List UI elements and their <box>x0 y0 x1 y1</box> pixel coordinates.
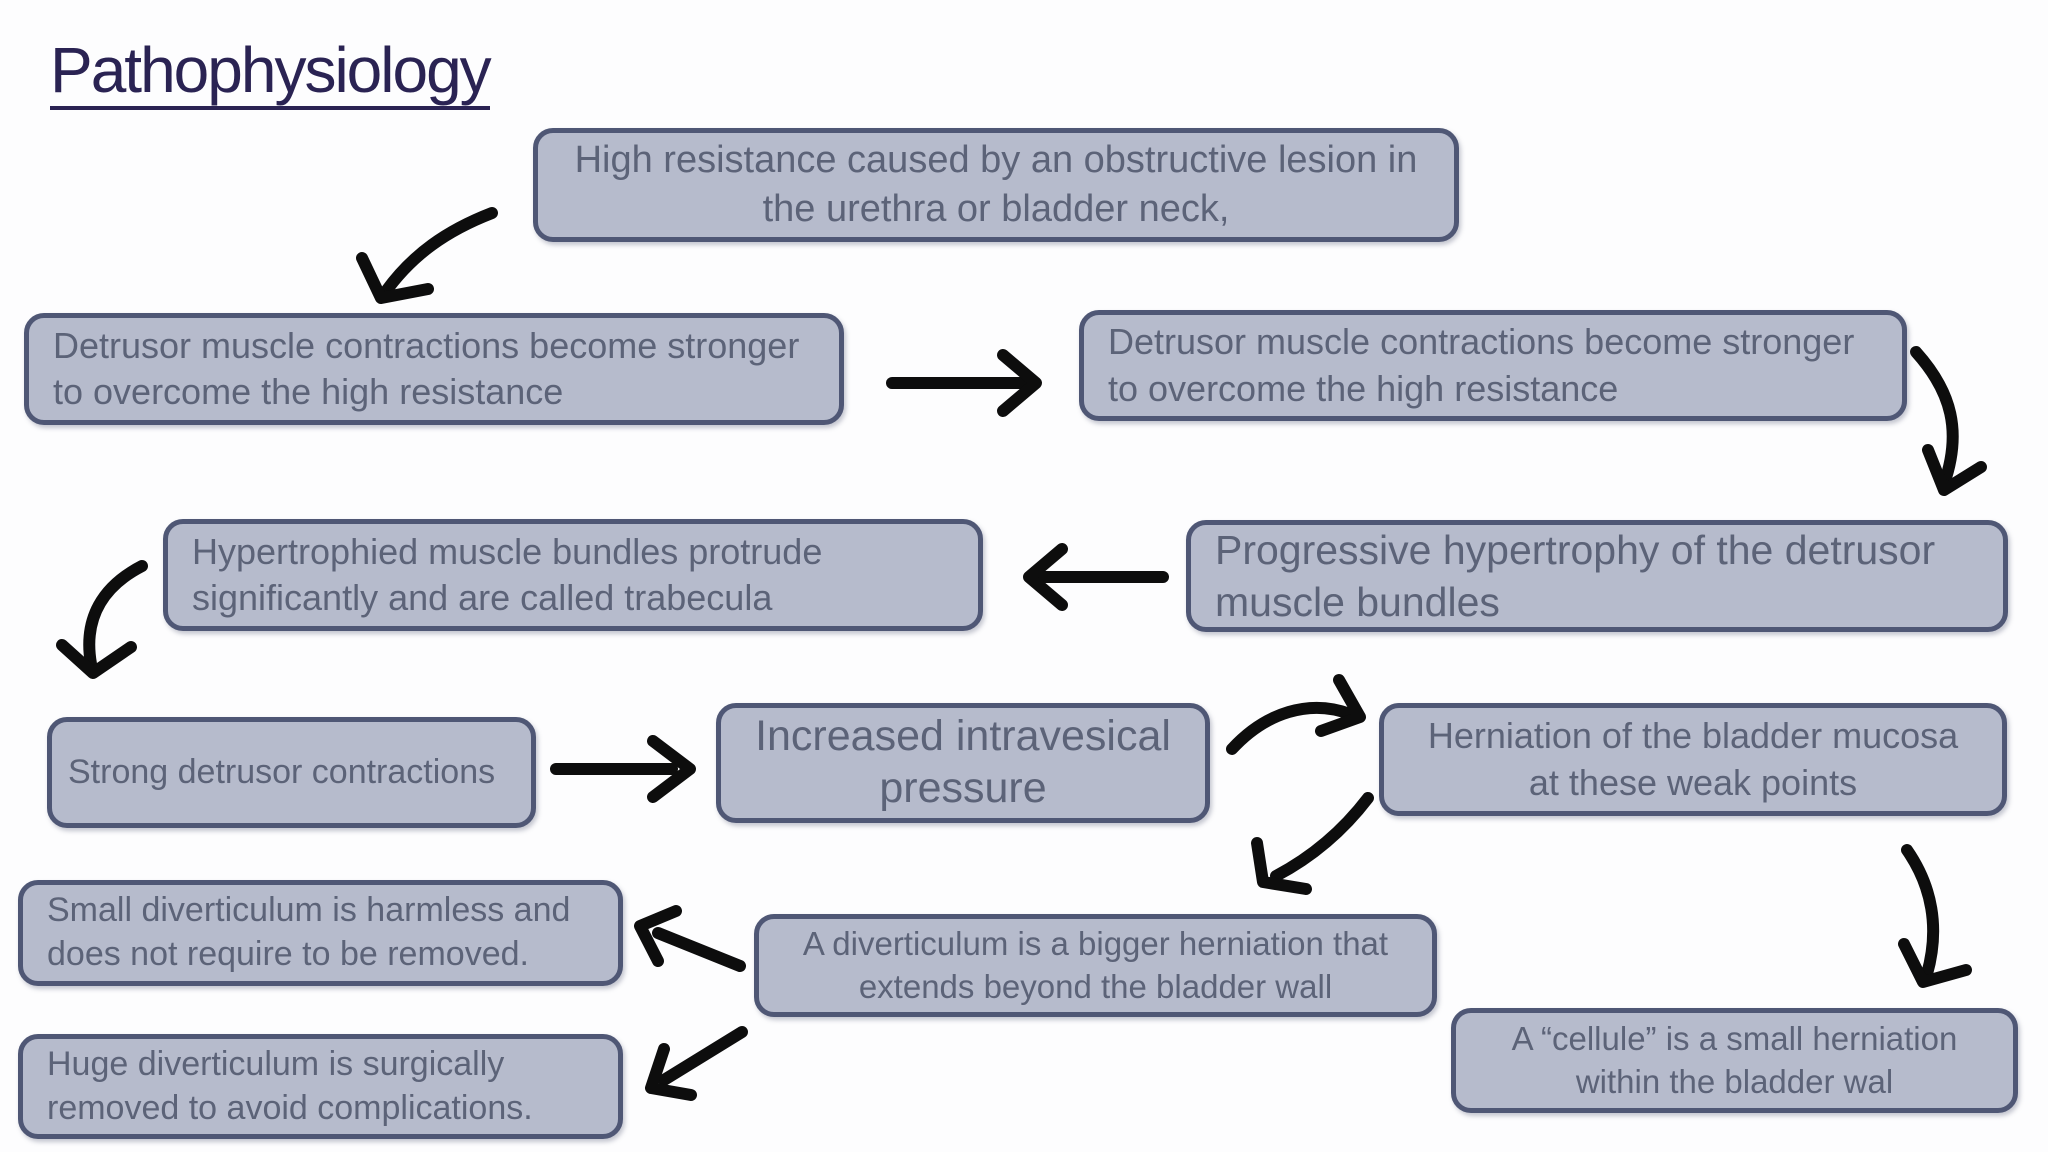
page-title: Pathophysiology <box>50 38 492 110</box>
box-progressive-hypertrophy: Progressive hypertrophy of the detrusor … <box>1186 520 2008 632</box>
box-text: Detrusor muscle contractions become stro… <box>1108 321 1855 409</box>
box-text: Small diverticulum is harmless and does … <box>47 891 571 973</box>
box-text: A diverticulum is a bigger herniation th… <box>802 925 1389 1005</box>
box-intravesical-pressure: Increased intravesical pressure <box>716 703 1210 823</box>
box-text: High resistance caused by an obstructive… <box>574 139 1418 230</box>
arrow-diverticulum-to-small <box>634 905 746 972</box>
arrow-increased-to-herniation <box>1226 674 1366 755</box>
box-huge-diverticulum: Huge diverticulum is surgically removed … <box>18 1034 623 1139</box>
box-strong-contractions: Strong detrusor contractions <box>47 717 536 828</box>
box-detrusor-left: Detrusor muscle contractions become stro… <box>24 313 844 425</box>
box-trabecula: Hypertrophied muscle bundles protrude si… <box>163 519 983 631</box>
box-herniation: Herniation of the bladder mucosa at thes… <box>1379 703 2007 816</box>
box-detrusor-right: Detrusor muscle contractions become stro… <box>1079 310 1907 421</box>
arrow-trabecula-to-strong <box>56 560 148 679</box>
box-text: Strong detrusor contractions <box>68 752 496 791</box>
box-text: A “cellule” is a small herniation within… <box>1511 1020 1958 1100</box>
arrow-detrusor-right-to-progressive <box>1910 346 1987 496</box>
box-diverticulum: A diverticulum is a bigger herniation th… <box>754 914 1437 1017</box>
box-text: Increased intravesical pressure <box>755 712 1171 812</box>
box-cellule: A “cellule” is a small herniation within… <box>1451 1008 2018 1113</box>
box-text: Herniation of the bladder mucosa at thes… <box>1427 715 1959 803</box>
box-text: Huge diverticulum is surgically removed … <box>47 1044 533 1127</box>
box-text: Detrusor muscle contractions become stro… <box>53 324 800 412</box>
box-text: Progressive hypertrophy of the detrusor … <box>1215 526 1936 625</box>
arrow-progressive-to-trabecula <box>1023 543 1169 611</box>
arrow-herniation-to-cellule <box>1898 844 1972 988</box>
box-text: Hypertrophied muscle bundles protrude si… <box>192 530 823 618</box>
arrow-herniation-to-diverticulum <box>1251 792 1374 895</box>
arrow-high-to-detrusor-left <box>356 207 498 304</box>
arrow-strong-to-increased <box>550 735 696 803</box>
arrow-diverticulum-to-huge <box>645 1026 748 1101</box>
box-high-resistance: High resistance caused by an obstructive… <box>533 128 1459 242</box>
arrow-detrusor-left-to-right <box>886 349 1042 417</box>
box-small-diverticulum: Small diverticulum is harmless and does … <box>18 880 623 986</box>
